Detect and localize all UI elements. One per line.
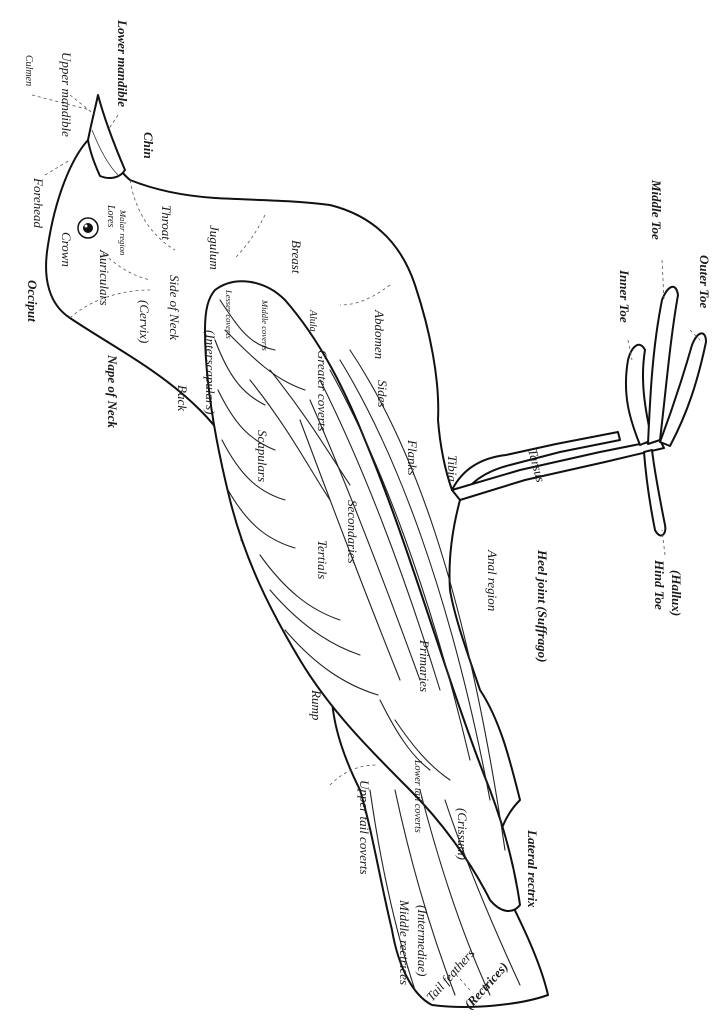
label-nape-of-neck: Nape of Neck — [105, 354, 120, 428]
label-rump: Rump — [309, 689, 324, 721]
label-lateral-rectrix: Lateral rectrix — [525, 829, 540, 908]
label-intermediae: (Intermediae) — [415, 905, 430, 976]
eye — [83, 223, 93, 233]
label-forehead: Forehead — [31, 177, 46, 229]
label-middle-coverts: Middle coverts — [260, 299, 270, 351]
label-outer-toe: Outer Toe — [697, 255, 712, 309]
label-lower-mandible: Lower mandible — [115, 19, 130, 107]
label-secondaries: Secondaries — [345, 500, 360, 564]
label-breast: Breast — [289, 240, 304, 274]
label-crown: Crown — [59, 232, 74, 267]
label-inner-toe: Inner Toe — [617, 269, 632, 323]
label-throat: Throat — [159, 205, 174, 240]
label-anal-region: Anal region — [485, 549, 500, 611]
label-middle-rectrices: Middle rectrices — [397, 899, 412, 985]
label-primaries: Primaries — [417, 639, 432, 692]
label-hind-toe: Hind Toe — [652, 559, 667, 610]
foot — [626, 287, 706, 536]
label-tibia: Tibia — [445, 455, 460, 482]
label-cervix: (Cervix) — [137, 300, 152, 343]
label-flanks: Flanks — [405, 439, 420, 475]
label-back: Back — [175, 385, 190, 411]
label-sides: Sides — [375, 380, 390, 407]
label-occiput: Occiput — [25, 280, 40, 322]
label-interscapulars: (Interscapulars) — [203, 330, 218, 415]
label-malar-region: Malar region — [118, 209, 128, 255]
leader-lower-mandible — [108, 115, 118, 130]
label-middle-toe: Middle Toe — [649, 179, 664, 240]
label-lores: Lores — [105, 204, 116, 228]
label-hallux: (Hallux) — [669, 570, 684, 616]
label-chin: Chin — [141, 132, 156, 159]
label-jugulum: Jugulum — [207, 225, 222, 270]
leader-forehead — [45, 160, 70, 175]
label-side-of-neck: Side of Neck — [167, 275, 182, 340]
label-scapulars: Scapulars — [255, 430, 270, 482]
label-alula: Alula — [307, 309, 318, 332]
label-upper-mandible: Upper mandible — [59, 52, 74, 137]
label-lower-tail-coverts: Lower tail coverts — [412, 759, 423, 833]
label-crissum: (Crissum) — [455, 808, 470, 860]
label-lesser-coverts: Lesser coverts — [224, 289, 234, 340]
hind-toe-shape — [644, 450, 665, 535]
label-upper-tail-coverts: Upper tail coverts — [357, 780, 372, 875]
label-heel-joint: Heel joint (Suffrago) — [535, 549, 550, 662]
eye-highlight — [85, 225, 88, 228]
label-greater-coverts: Greater coverts — [315, 350, 330, 431]
label-abdomen: Abdomen — [372, 309, 387, 359]
label-culmen: Culmen — [23, 55, 34, 86]
label-auriculars: Auriculars — [97, 249, 112, 306]
label-tertials: Tertials — [315, 540, 330, 579]
